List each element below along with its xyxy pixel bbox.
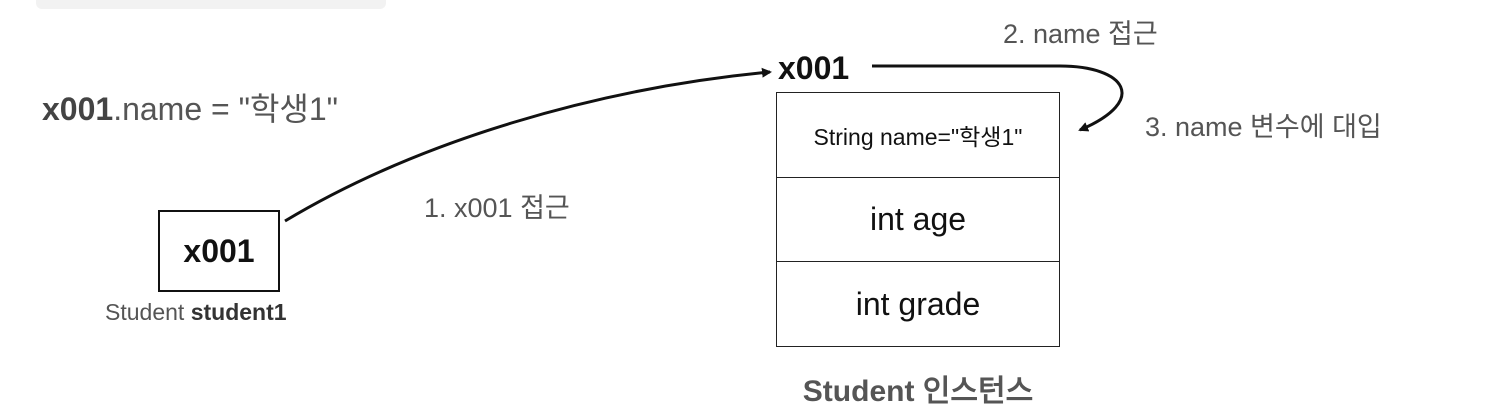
- top-strip: [36, 0, 386, 9]
- instance-address: x001: [778, 50, 850, 86]
- reference-box: x001: [158, 210, 280, 292]
- expression-rest: .name = "학생1": [113, 91, 338, 127]
- access-arrow: [284, 67, 772, 223]
- field-grade: int grade: [777, 261, 1059, 346]
- assign-arrow: [872, 64, 1124, 132]
- reference-variable: student1: [190, 299, 287, 325]
- step-1-label: 1. x001 접근: [424, 193, 570, 223]
- field-name: String name="학생1": [813, 123, 1023, 150]
- reference-value: x001: [183, 232, 255, 269]
- step-3-label: 3. name 변수에 대입: [1145, 112, 1382, 142]
- expression-address: x001: [42, 91, 114, 127]
- step-2-label: 2. name 접근: [1003, 19, 1158, 49]
- reference-label: Student student1: [105, 299, 287, 326]
- reference-type: Student: [105, 299, 185, 325]
- instance-box: String name="학생1" int age int grade: [776, 92, 1060, 347]
- instance-title: Student 인스턴스: [802, 375, 1034, 408]
- field-age: int age: [777, 176, 1059, 262]
- assignment-expression: x001.name = "학생1": [42, 84, 338, 130]
